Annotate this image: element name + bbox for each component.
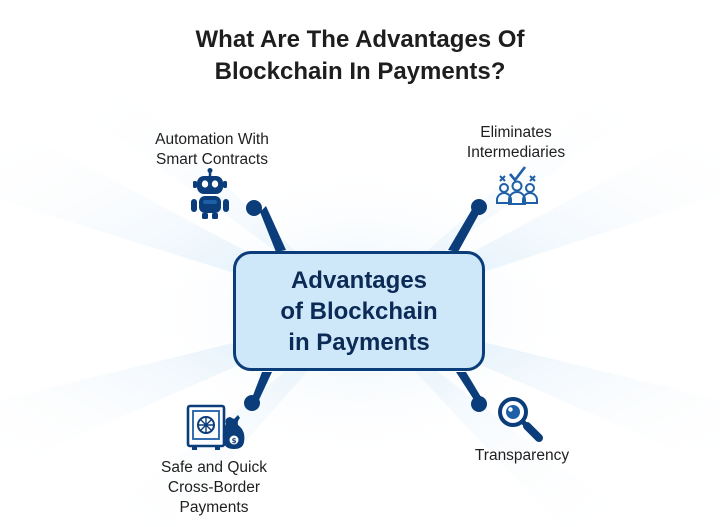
svg-text:$: $ bbox=[232, 437, 237, 445]
center-line-3: in Payments bbox=[288, 328, 430, 356]
intermediaries-label-line-2: Intermediaries bbox=[466, 144, 566, 161]
intermediaries-label: Eliminates Intermediaries bbox=[456, 123, 576, 163]
center-line-1: Advantages bbox=[290, 266, 428, 294]
connectors bbox=[244, 199, 487, 412]
transparency-label: Transparency bbox=[452, 446, 592, 466]
robot-icon bbox=[191, 168, 229, 219]
center-node: Advantages of Blockchain in Payments bbox=[233, 251, 485, 371]
page-title: What Are The Advantages Of Blockchain In… bbox=[0, 24, 720, 88]
safe-money-icon: $ bbox=[186, 404, 245, 450]
connector-dot-bottom-right bbox=[471, 396, 487, 412]
connector-top-right bbox=[448, 206, 480, 252]
center-line-2: of Blockchain bbox=[280, 297, 438, 325]
automation-label-line-1: Automation With bbox=[155, 131, 269, 148]
cross-border-label-line-2: Cross-Border bbox=[167, 479, 261, 496]
people-check-icon bbox=[496, 166, 538, 205]
automation-label-line-2: Smart Contracts bbox=[156, 151, 268, 168]
connector-bottom-left bbox=[252, 372, 272, 402]
connector-dot-top-right bbox=[471, 199, 487, 215]
connector-dot-bottom-left bbox=[244, 395, 260, 411]
intermediaries-label-line-1: Eliminates bbox=[480, 124, 552, 141]
cross-border-label-line-3: Payments bbox=[179, 499, 249, 516]
connector-dot-top-left bbox=[246, 200, 262, 216]
magnifier-icon bbox=[498, 397, 543, 442]
cross-border-label: Safe and Quick Cross-Border Payments bbox=[140, 458, 288, 518]
title-line-1: What Are The Advantages Of bbox=[195, 26, 525, 53]
transparency-label-line-1: Transparency bbox=[474, 447, 570, 464]
automation-label: Automation With Smart Contracts bbox=[127, 130, 297, 170]
title-line-2: Blockchain In Payments? bbox=[214, 58, 506, 85]
connector-top-left bbox=[260, 206, 286, 252]
cross-border-label-line-1: Safe and Quick bbox=[161, 459, 267, 476]
